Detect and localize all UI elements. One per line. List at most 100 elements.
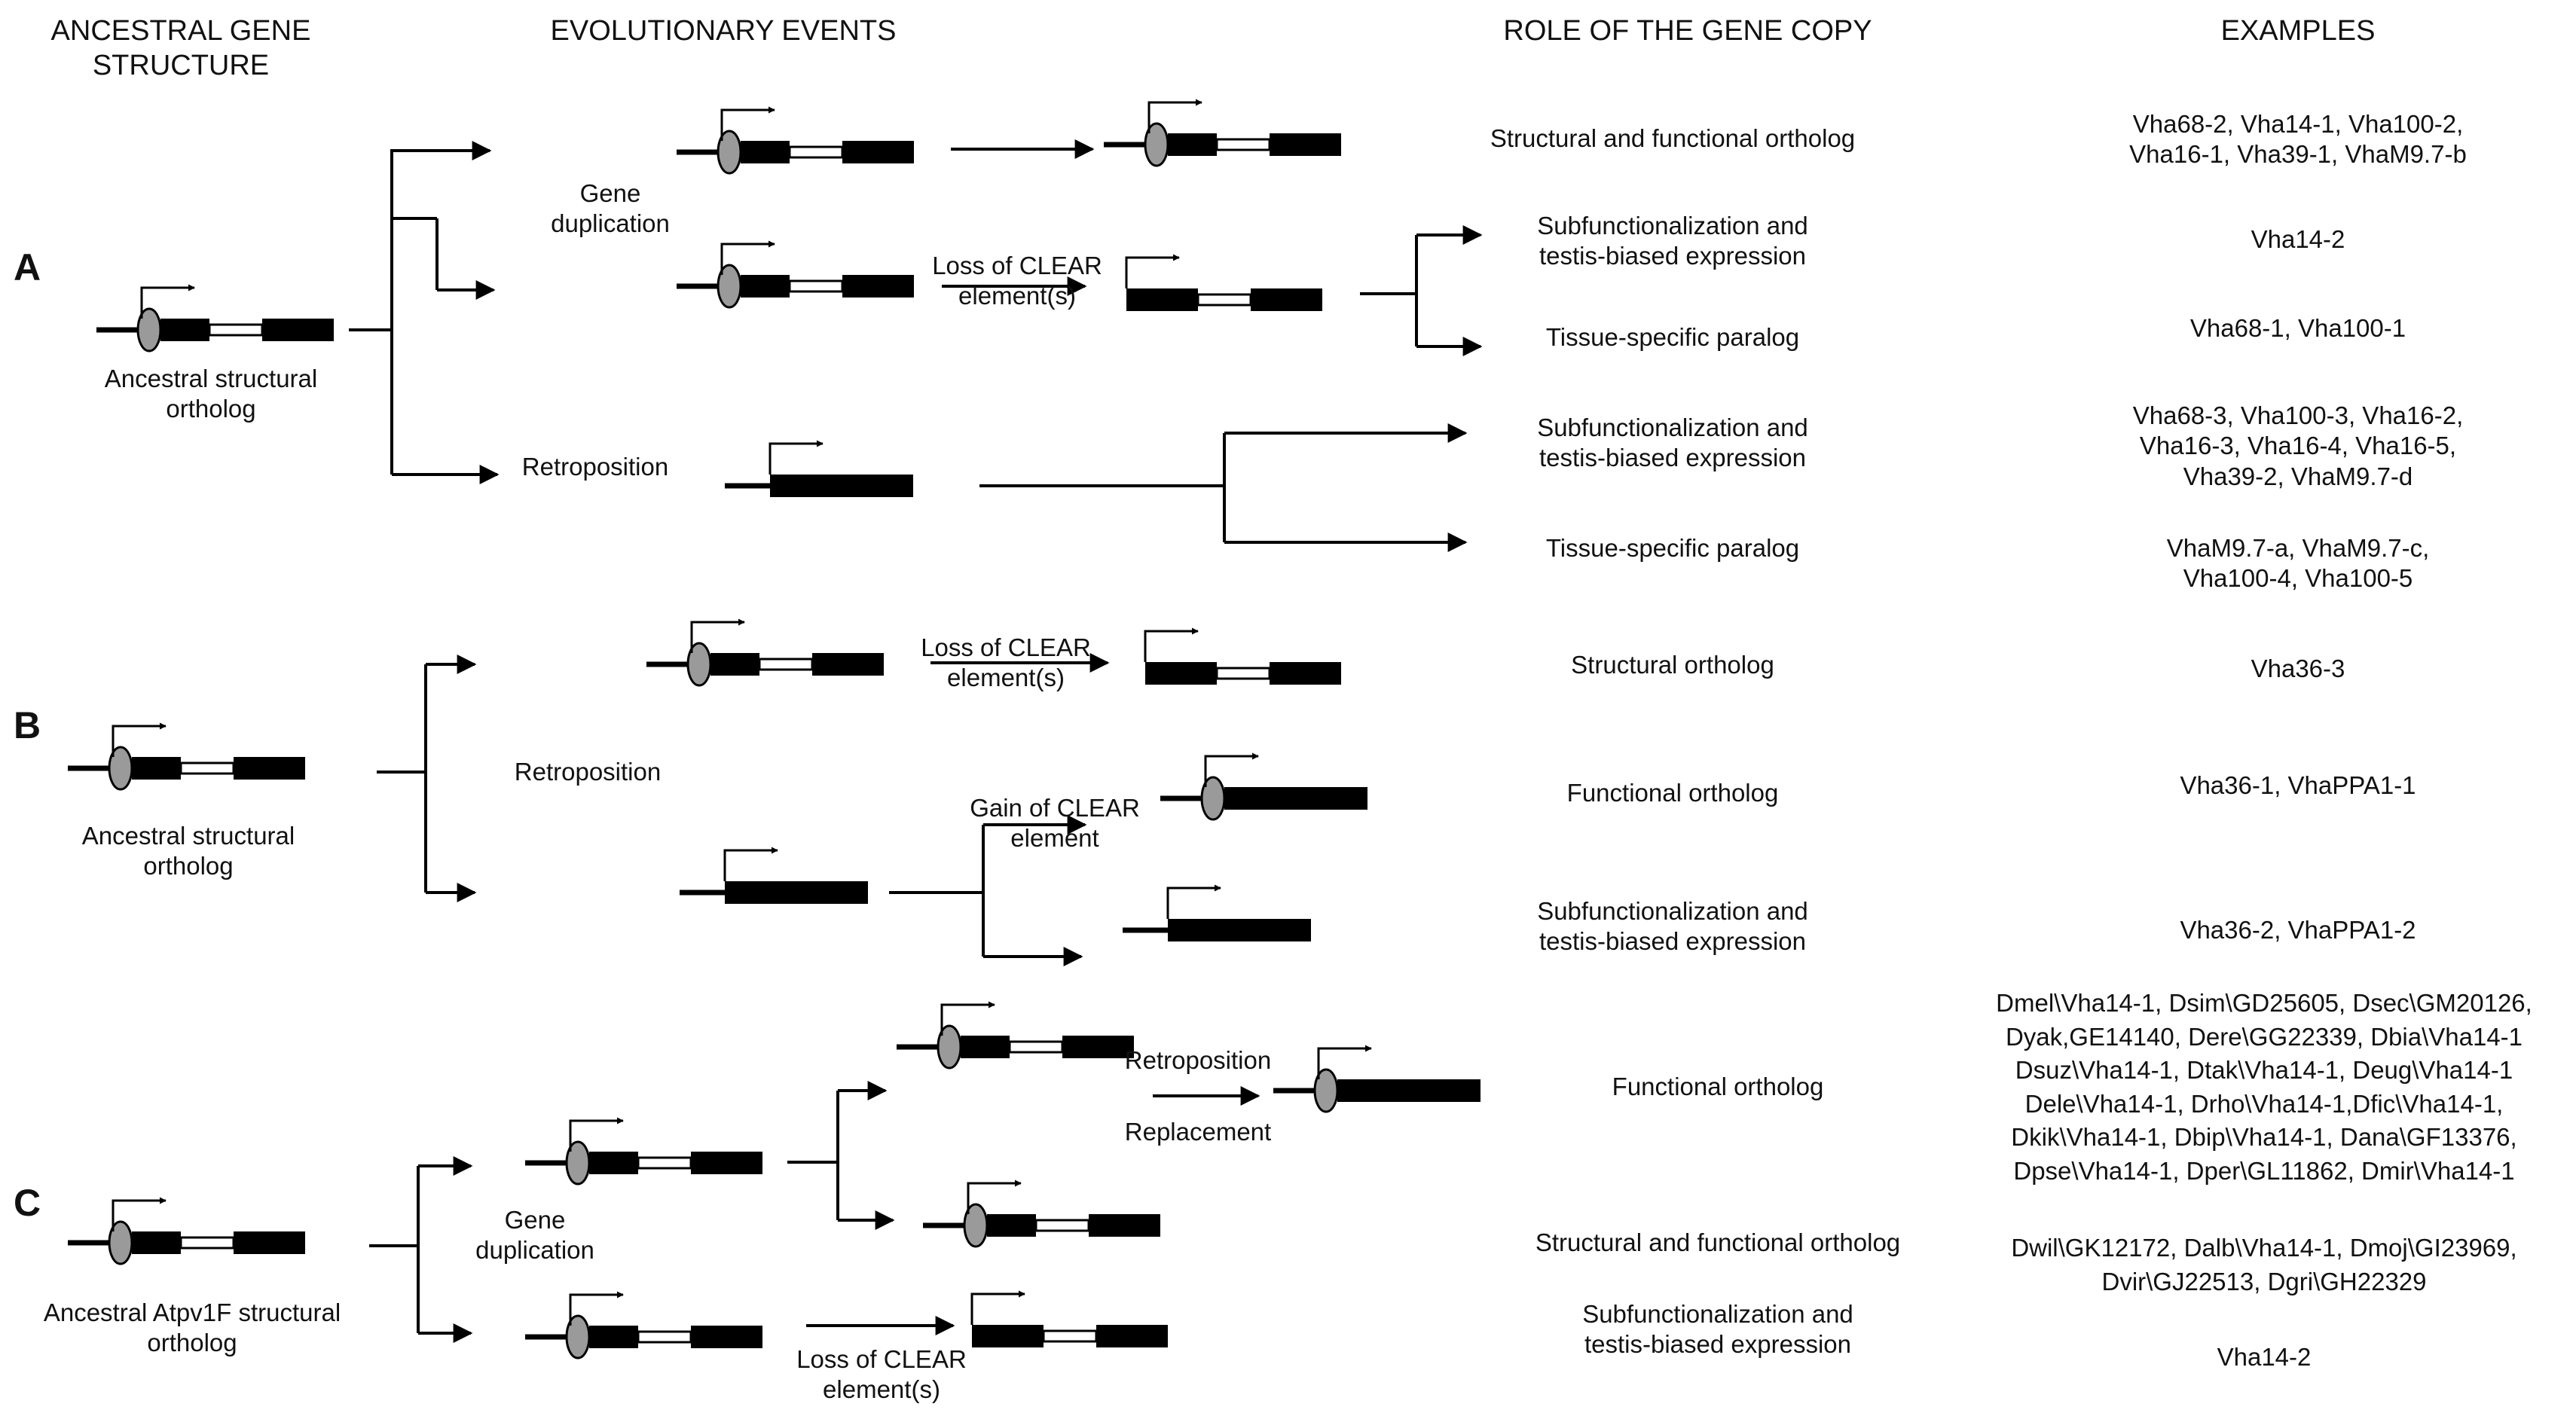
example-c1-line1: Dmel\Vha14-1, Dsim\GD25605, Dsec\GM20126… — [1996, 989, 2532, 1017]
gene-ancestral-c — [68, 1197, 305, 1265]
row-label-c: C — [14, 1182, 41, 1224]
exon-block — [132, 757, 181, 780]
event-a-gene-duplication-line2: duplication — [551, 209, 670, 238]
retrogene-block — [1168, 919, 1311, 941]
gene-c-loss-clear-result — [970, 1290, 1168, 1347]
example-a4-line3: Vha39-2, VhaM9.7-d — [2183, 462, 2413, 490]
tss-arrow-icon — [720, 240, 775, 275]
ancestral-label-b-line2: ortholog — [143, 852, 234, 880]
retrogene-block — [770, 475, 913, 497]
gene-b-loss-clear-result — [1144, 627, 1341, 685]
header-ancestral-line1: ANCESTRAL GENE — [50, 15, 311, 47]
gene-b-gain-clear-result — [1160, 752, 1367, 821]
event-b-gain-clear-line2: element — [1010, 824, 1099, 853]
role-c1: Functional ortholog — [1612, 1073, 1824, 1100]
ancestral-label-a-line1: Ancestral structural — [104, 365, 318, 392]
event-b-gain-clear-line1: Gain of CLEAR — [970, 794, 1140, 822]
intron-segment — [788, 279, 844, 293]
exon-block — [842, 141, 914, 163]
intron-segment — [1034, 1219, 1090, 1232]
ancestral-label-a: Ancestral structural ortholog — [75, 364, 347, 425]
event-c-retroposition: Retroposition — [1124, 1046, 1272, 1074]
example-c3: Vha14-2 — [2217, 1343, 2312, 1371]
tss-arrow-icon — [967, 1179, 1022, 1214]
event-a-loss-clear-line2: element(s) — [958, 282, 1076, 310]
example-a1: Vha68-2, Vha14-1, Vha100-2, Vha16-1, Vha… — [2027, 109, 2569, 170]
exon-block — [812, 653, 884, 676]
example-c2-line1: Dwil\GK12172, Dalb\Vha14-1, Dmoj\GI23969… — [2011, 1234, 2517, 1262]
tss-arrow-icon — [112, 722, 167, 757]
tss-arrow-icon — [1125, 254, 1180, 288]
role-a4-line1: Subfunctionalization and — [1537, 414, 1808, 441]
exon-block — [1126, 288, 1198, 311]
intron-segment — [1196, 293, 1252, 307]
gene-c-copy1a — [897, 1001, 1134, 1070]
example-c1-line3: Dsuz\Vha14-1, Dtak\Vha14-1, Deug\Vha14-1 — [2015, 1056, 2513, 1085]
exon-block — [589, 1152, 638, 1174]
exon-block — [1270, 662, 1341, 685]
gene-ancestral-b — [68, 722, 305, 791]
event-b-loss-clear-line2: element(s) — [947, 664, 1065, 692]
intron-segment — [758, 658, 814, 671]
exon-block — [262, 319, 334, 341]
exon-block — [1089, 1214, 1160, 1237]
example-c1-line4: Dele\Vha14-1, Drho\Vha14-1,Dfic\Vha14-1, — [2024, 1089, 2504, 1118]
tss-arrow-icon — [1204, 752, 1259, 787]
event-c-loss-clear-line2: element(s) — [823, 1375, 940, 1404]
gene-c-copy1b — [923, 1179, 1160, 1248]
role-a2-line2: testis-biased expression — [1539, 242, 1806, 270]
gene-c-dup-copy2 — [525, 1291, 762, 1360]
exon-block — [589, 1326, 638, 1348]
role-b3-line1: Subfunctionalization and — [1537, 897, 1808, 925]
intron-segment — [179, 1236, 235, 1250]
tss-arrow-icon — [1147, 99, 1202, 133]
header-role: ROLE OF THE GENE COPY — [1503, 15, 1872, 47]
exon-block — [1096, 1325, 1168, 1347]
exon-block — [842, 275, 914, 298]
example-c2-line2: Dvir\GJ22513, Dgri\GH22329 — [2101, 1267, 2427, 1295]
example-a5-line2: Vha100-4, Vha100-5 — [2183, 564, 2413, 593]
exon-block — [132, 1231, 181, 1254]
example-b3: Vha36-2, VhaPPA1-2 — [2180, 916, 2416, 944]
tss-arrow-icon — [720, 106, 775, 141]
ancestral-label-b-line1: Ancestral structural — [81, 822, 295, 850]
exon-block — [1168, 133, 1217, 156]
row-label-a: A — [14, 246, 41, 288]
ancestral-label-c-line1: Ancestral Atpv1F structural — [43, 1299, 341, 1326]
gene-a-dup-copy1-result — [1104, 99, 1341, 167]
tss-arrow-icon — [569, 1291, 624, 1326]
tss-arrow-icon — [1317, 1045, 1372, 1079]
example-a5-line1: VhaM9.7-a, VhaM9.7-c, — [2166, 534, 2430, 562]
event-b-retroposition: Retroposition — [514, 758, 662, 786]
ancestral-label-c-line2: ortholog — [147, 1329, 237, 1357]
retrogene-block — [725, 881, 868, 904]
exon-block — [1270, 133, 1341, 156]
tss-arrow-icon — [970, 1290, 1025, 1325]
retrogene-block — [1337, 1079, 1481, 1102]
exon-block — [691, 1152, 762, 1174]
event-c-gene-duplication-line2: duplication — [475, 1236, 594, 1265]
exon-block — [741, 275, 790, 298]
gene-a-retrogene — [725, 440, 913, 497]
intron-segment — [788, 145, 844, 159]
gene-a-dup-copy1 — [677, 106, 914, 175]
intron-segment — [208, 323, 264, 337]
tss-arrow-icon — [112, 1197, 167, 1231]
branch-a-up — [390, 141, 492, 475]
exon-block — [691, 1326, 762, 1348]
exon-block — [972, 1325, 1044, 1347]
role-a3: Tissue-specific paralog — [1545, 323, 1800, 351]
gene-b-retro-result — [1123, 884, 1311, 941]
role-c2: Structural and functional ortholog — [1535, 1228, 1901, 1256]
header-examples: EXAMPLES — [2220, 15, 2376, 47]
role-a2: Subfunctionalization and testis-biased e… — [1432, 211, 1914, 272]
exon-block — [741, 141, 790, 163]
role-a2-line1: Subfunctionalization and — [1537, 212, 1808, 240]
event-c-replacement: Replacement — [1124, 1118, 1272, 1146]
event-a-gene-duplication: Gene duplication — [535, 179, 686, 240]
exon-block — [234, 1231, 305, 1254]
exon-block — [1251, 288, 1322, 311]
event-b-gain-clear: Gain of CLEAR element — [957, 793, 1153, 854]
role-b2: Functional ortholog — [1566, 779, 1779, 807]
